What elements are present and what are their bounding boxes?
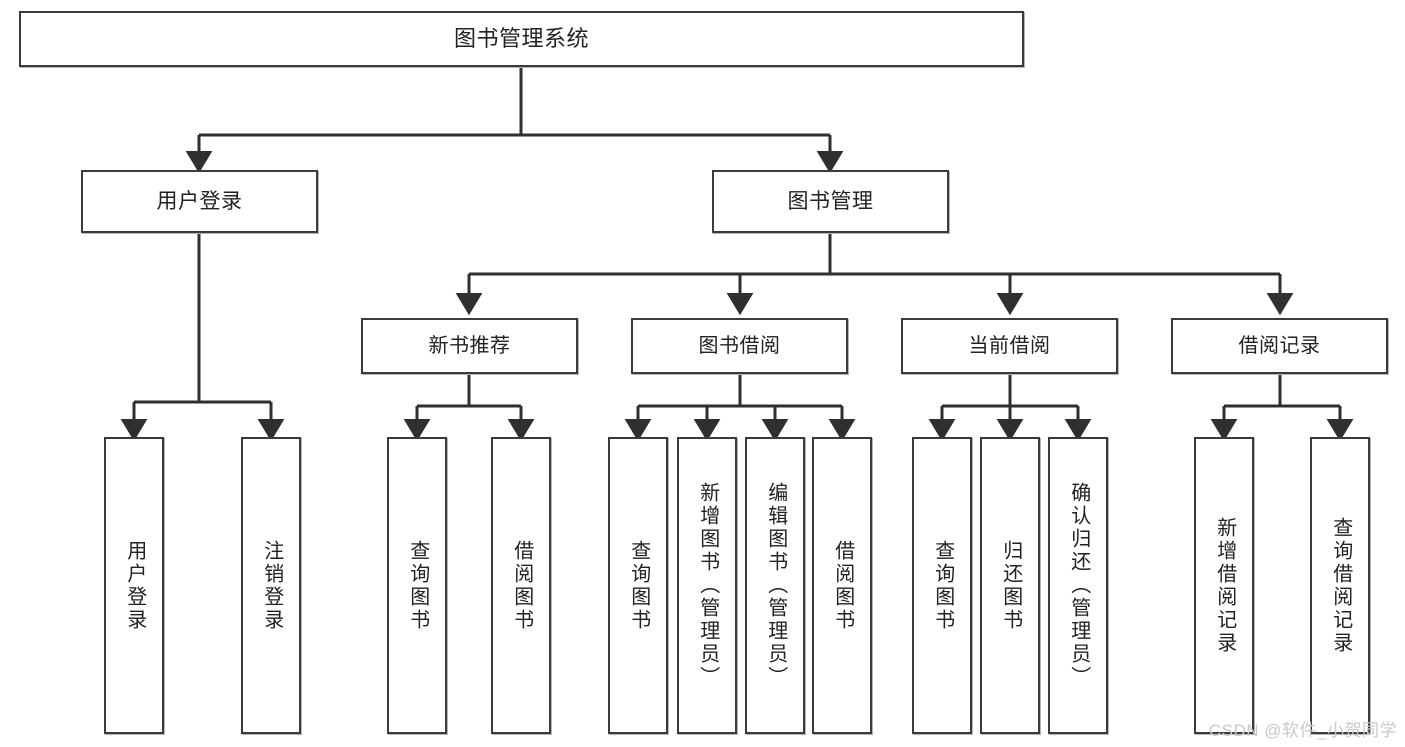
node-book-management[interactable]: 图书管理 <box>712 170 949 233</box>
node-label: 新增图书（管理员） <box>696 482 719 689</box>
leaf-query-book-borrow[interactable]: 查询图书 <box>608 437 668 734</box>
node-label: 图书管理 <box>787 189 874 213</box>
node-label: 查询借阅记录 <box>1329 516 1352 655</box>
node-label: 确认归还（管理员） <box>1067 482 1090 689</box>
node-label: 查询图书 <box>627 539 650 632</box>
node-label: 新增借阅记录 <box>1213 516 1236 655</box>
leaf-return-book[interactable]: 归还图书 <box>980 437 1040 734</box>
node-label: 图书管理系统 <box>453 25 589 51</box>
leaf-borrow-book[interactable]: 借阅图书 <box>812 437 872 734</box>
leaf-user-login[interactable]: 用户登录 <box>104 437 164 734</box>
node-label: 借阅图书 <box>510 539 533 632</box>
node-book-borrow[interactable]: 图书借阅 <box>631 318 848 374</box>
leaf-edit-book-admin[interactable]: 编辑图书（管理员） <box>745 437 805 734</box>
node-label: 用户登录 <box>156 189 243 213</box>
node-label: 注销登录 <box>260 539 283 632</box>
leaf-query-book-current[interactable]: 查询图书 <box>912 437 972 734</box>
node-label: 编辑图书（管理员） <box>764 482 787 689</box>
leaf-logout[interactable]: 注销登录 <box>241 437 301 734</box>
node-label: 归还图书 <box>999 539 1022 632</box>
leaf-query-borrow-record[interactable]: 查询借阅记录 <box>1310 437 1370 734</box>
node-label: 图书借阅 <box>698 334 781 357</box>
node-label: 新书推荐 <box>428 334 511 357</box>
node-label: 借阅记录 <box>1238 334 1321 357</box>
leaf-add-borrow-record[interactable]: 新增借阅记录 <box>1194 437 1254 734</box>
node-user-login[interactable]: 用户登录 <box>81 170 318 233</box>
node-label: 查询图书 <box>406 539 429 632</box>
node-root-book-management-system[interactable]: 图书管理系统 <box>19 11 1024 67</box>
node-label: 查询图书 <box>931 539 954 632</box>
node-label: 当前借阅 <box>968 334 1051 357</box>
node-current-borrow[interactable]: 当前借阅 <box>901 318 1118 374</box>
leaf-borrow-book-recommend[interactable]: 借阅图书 <box>491 437 551 734</box>
leaf-query-book-recommend[interactable]: 查询图书 <box>387 437 447 734</box>
leaf-add-book-admin[interactable]: 新增图书（管理员） <box>677 437 737 734</box>
leaf-confirm-return-admin[interactable]: 确认归还（管理员） <box>1048 437 1108 734</box>
node-borrow-record[interactable]: 借阅记录 <box>1171 318 1388 374</box>
node-label: 借阅图书 <box>831 539 854 632</box>
node-new-book-recommend[interactable]: 新书推荐 <box>361 318 578 374</box>
node-label: 用户登录 <box>123 539 146 632</box>
